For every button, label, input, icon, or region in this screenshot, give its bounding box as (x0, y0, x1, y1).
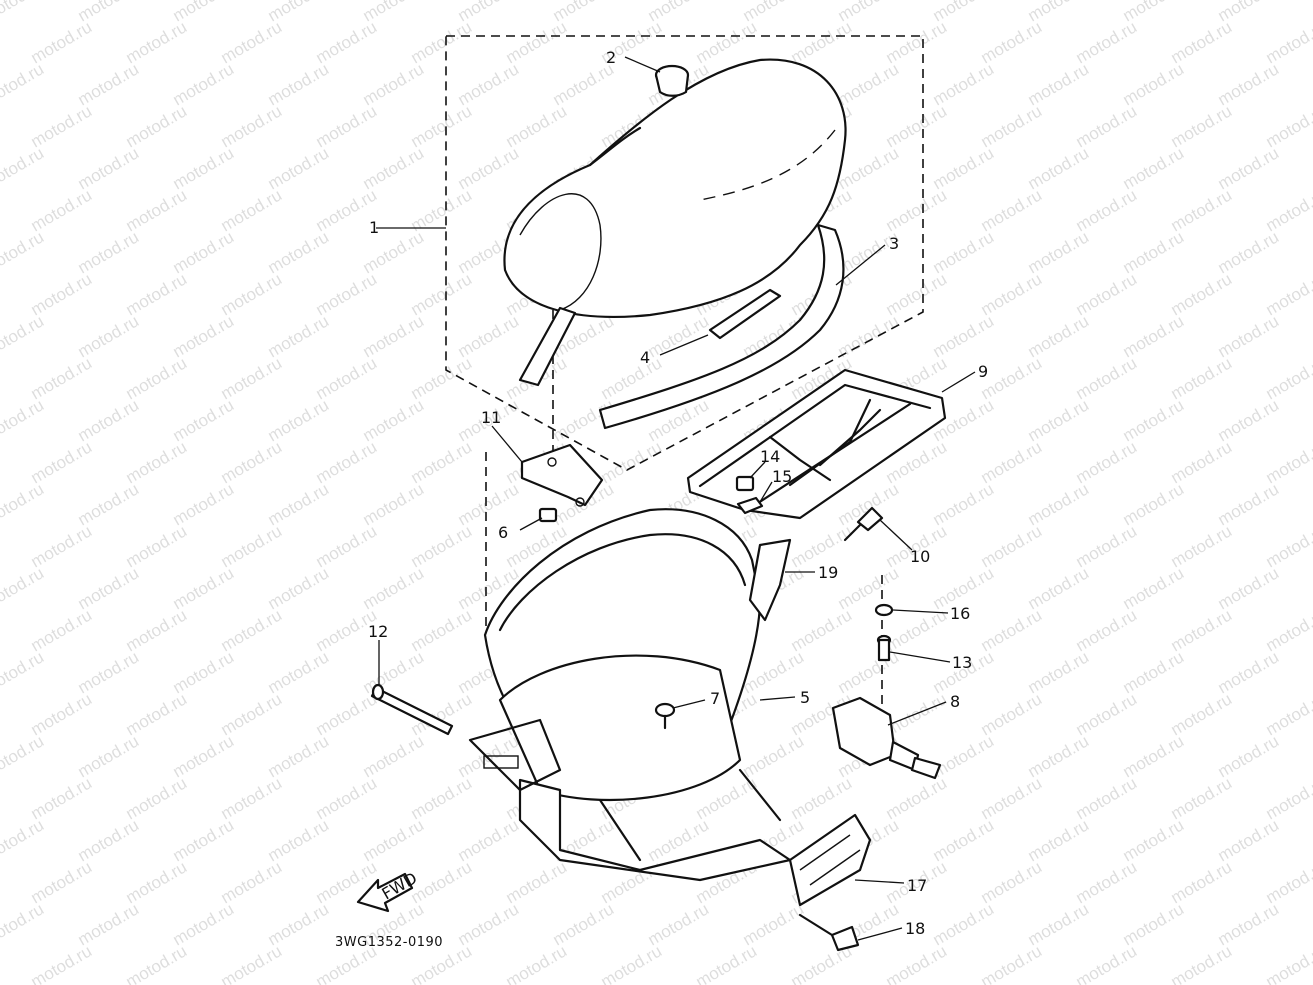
callout-17: 17 (907, 876, 927, 895)
watermark-text: motod.ru (1310, 0, 1313, 25)
watermark-text: motod.ru (1310, 563, 1313, 613)
watermark-text: motod.ru (1168, 941, 1236, 985)
watermark-text: motod.ru (0, 647, 47, 697)
callout-6: 6 (498, 523, 508, 542)
callout-3: 3 (889, 234, 899, 253)
callout-7: 7 (710, 689, 720, 708)
side-panel (748, 538, 792, 622)
callout-18: 18 (905, 919, 925, 938)
watermark-text: motod.ru (0, 563, 47, 613)
callout-10: 10 (910, 547, 930, 566)
callout-2: 2 (606, 48, 616, 67)
callout-16: 16 (950, 604, 970, 623)
watermark-text: motod.ru (0, 227, 47, 277)
callout-5: 5 (800, 688, 810, 707)
callout-13: 13 (952, 653, 972, 672)
watermark-text: motod.ru (0, 899, 47, 949)
watermark-text: motod.ru (1310, 731, 1313, 781)
watermark-text: motod.ru (693, 941, 761, 985)
watermark-text: motod.ru (1310, 815, 1313, 865)
carrier-rack (686, 368, 947, 520)
watermark-text: motod.ru (28, 941, 96, 985)
callout-11: 11 (481, 408, 501, 427)
watermark-text: motod.ru (218, 941, 286, 985)
watermark-text: motod.ru (1310, 227, 1313, 277)
callout-12: 12 (368, 622, 388, 641)
callout-15: 15 (772, 467, 792, 486)
watermark-text: motod.ru (598, 941, 666, 985)
watermark-text: motod.ru (0, 479, 47, 529)
diagram-code: 3WG1352-0190 (335, 935, 443, 950)
watermark-text: motod.ru (1310, 59, 1313, 109)
watermark-text: motod.ru (0, 59, 47, 109)
helmet-box (468, 508, 792, 882)
watermark-text: motod.ru (1073, 941, 1141, 985)
watermark-text: motod.ru (503, 941, 571, 985)
callout-4: 4 (640, 348, 650, 367)
washer (874, 603, 894, 617)
watermark-text: motod.ru (0, 143, 47, 193)
callout-9: 9 (978, 362, 988, 381)
leader-lines (376, 56, 976, 941)
watermark-text: motod.ru (1310, 143, 1313, 193)
battery-cover (788, 813, 872, 907)
watermark-text: motod.ru (1310, 647, 1313, 697)
watermark-text: motod.ru (0, 815, 47, 865)
rack-bolt (735, 475, 764, 515)
callout-19: 19 (818, 563, 838, 582)
watermark-text: motod.ru (1310, 479, 1313, 529)
watermark-text: motod.ru (0, 0, 47, 25)
lock-pin (876, 634, 892, 662)
seat (503, 58, 847, 430)
watermark-text: motod.ru (123, 941, 191, 985)
seat-lock (831, 696, 942, 780)
watermark-text: motod.ru (1310, 311, 1313, 361)
seat-grommet (654, 64, 690, 97)
watermark-text: motod.ru (0, 311, 47, 361)
watermark-text: motod.ru (978, 941, 1046, 985)
rack-screw (843, 506, 884, 542)
seat-hinge (520, 443, 604, 507)
watermark-text: motod.ru (883, 941, 951, 985)
seat-badge (708, 288, 782, 340)
hinge-nut (538, 507, 558, 523)
callouts: 1 2 3 4 5 6 7 8 9 10 11 12 13 14 15 16 1… (368, 48, 988, 938)
hinge-shaft (370, 683, 454, 736)
cover-screw (798, 913, 860, 952)
callout-8: 8 (950, 692, 960, 711)
watermark-text: motod.ru (0, 395, 47, 445)
watermark-text: motod.ru (1310, 395, 1313, 445)
watermark-text: motod.ru (1310, 899, 1313, 949)
watermark-text: motod.ru (0, 731, 47, 781)
watermark-text: motod.ru (1263, 941, 1313, 985)
box-screw (654, 702, 676, 730)
callout-1: 1 (369, 218, 379, 237)
callout-14: 14 (760, 447, 780, 466)
